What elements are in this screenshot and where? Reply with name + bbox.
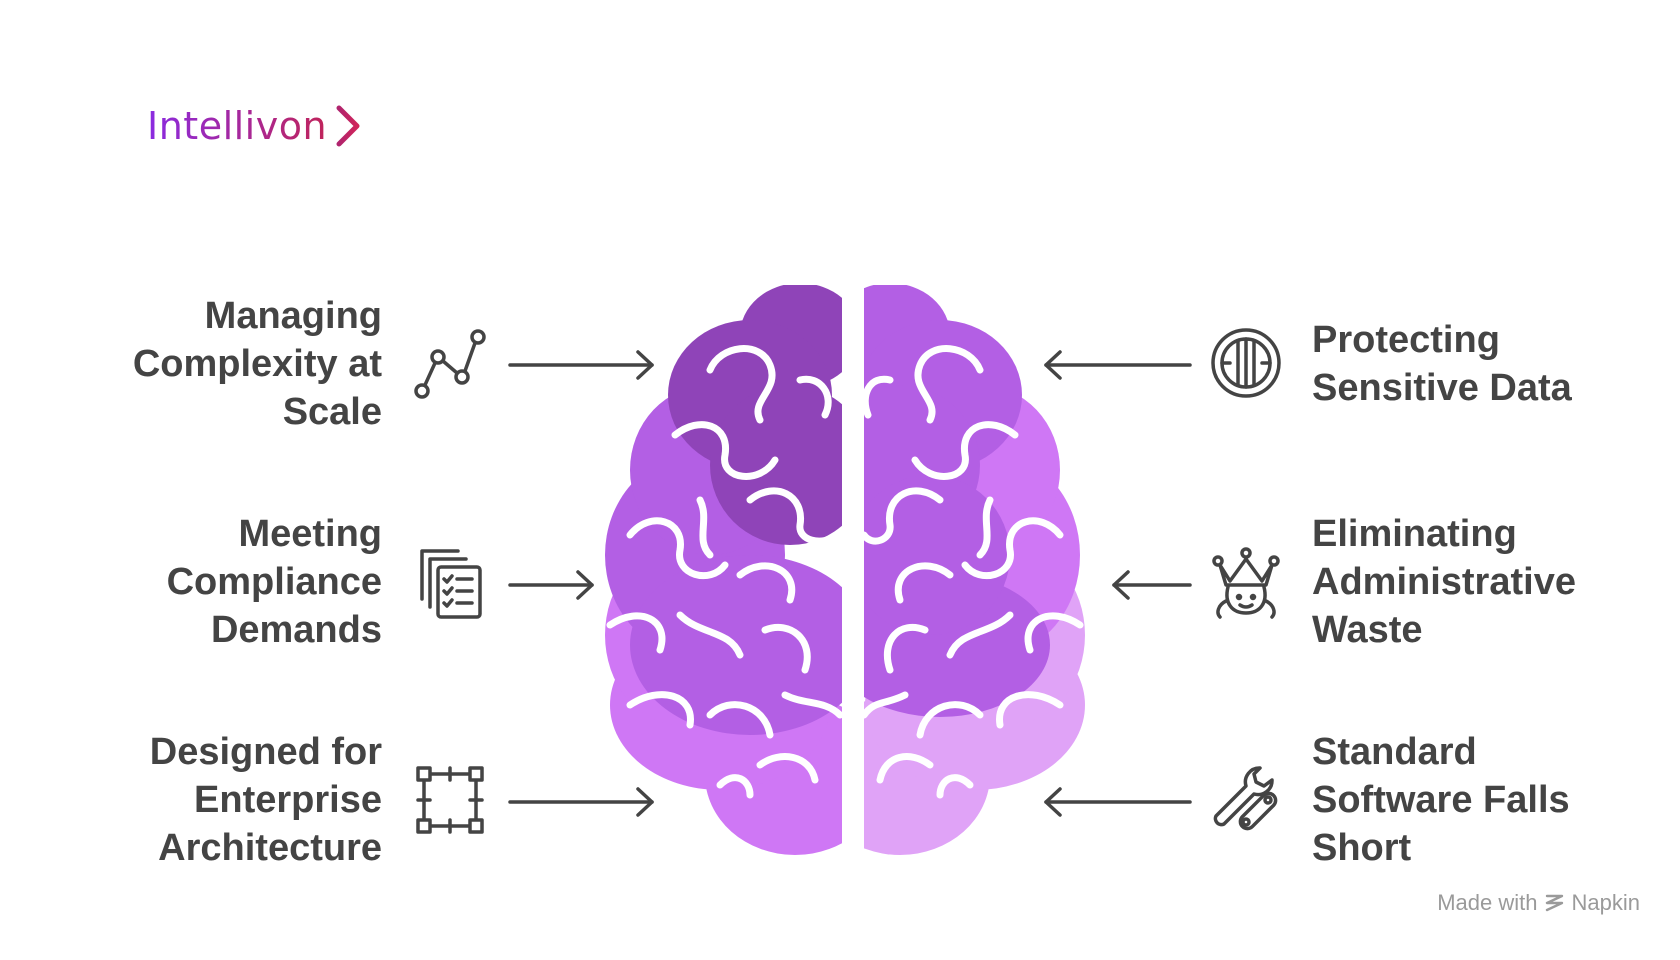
napkin-logo-icon xyxy=(1545,894,1563,912)
label-line: Enterprise xyxy=(194,779,382,821)
label-line: Waste xyxy=(1312,609,1423,651)
label-designed-enterprise: Designed for Enterprise Architecture xyxy=(150,728,382,872)
label-line: Architecture xyxy=(158,827,382,869)
label-line: Short xyxy=(1312,827,1412,869)
wrench-tools-icon xyxy=(1213,766,1278,831)
arrow-left-icon xyxy=(1044,350,1192,380)
chevron-right-icon xyxy=(336,105,360,147)
arrow-right-icon xyxy=(508,350,654,380)
label-line: Sensitive Data xyxy=(1312,367,1572,409)
label-line: Complexity at xyxy=(132,343,382,385)
label-line: Administrative xyxy=(1312,561,1576,603)
label-line: Standard xyxy=(1312,731,1477,773)
label-line: Demands xyxy=(210,609,382,651)
label-eliminating-waste: Eliminating Administrative Waste xyxy=(1312,510,1576,654)
label-line: Eliminating xyxy=(1312,513,1517,555)
footer-brand: Napkin xyxy=(1571,890,1640,915)
documents-checklist-icon xyxy=(420,549,482,619)
arrow-left-icon xyxy=(1044,787,1192,817)
label-line: Designed for xyxy=(149,731,382,773)
label-line: Protecting xyxy=(1312,319,1500,361)
label-managing-complexity: Managing Complexity at Scale xyxy=(133,292,382,436)
right-hemisphere xyxy=(864,285,1085,855)
arrow-right-icon xyxy=(508,570,594,600)
footer-text: Made with xyxy=(1437,890,1538,915)
arrow-right-icon xyxy=(508,787,654,817)
label-protecting-data: Protecting Sensitive Data xyxy=(1312,316,1572,412)
brand-name: Intellivon xyxy=(147,104,328,148)
line-chart-icon xyxy=(414,329,486,399)
left-hemisphere xyxy=(605,285,842,855)
brand-logo: Intellivon xyxy=(147,104,363,148)
label-meeting-compliance: Meeting Compliance Demands xyxy=(167,510,382,654)
label-line: Scale xyxy=(282,391,382,433)
queen-crown-icon xyxy=(1212,547,1280,619)
label-line: Managing xyxy=(204,295,382,337)
vault-icon xyxy=(1211,328,1281,398)
label-line: Meeting xyxy=(238,513,382,555)
label-line: Software Falls xyxy=(1312,779,1570,821)
label-line: Compliance xyxy=(166,561,382,603)
brain-illustration xyxy=(605,285,1085,855)
label-standard-software: Standard Software Falls Short xyxy=(1312,728,1570,872)
frame-grid-icon xyxy=(416,766,484,834)
arrow-left-icon xyxy=(1112,570,1192,600)
made-with-napkin[interactable]: Made with Napkin xyxy=(1437,890,1640,916)
